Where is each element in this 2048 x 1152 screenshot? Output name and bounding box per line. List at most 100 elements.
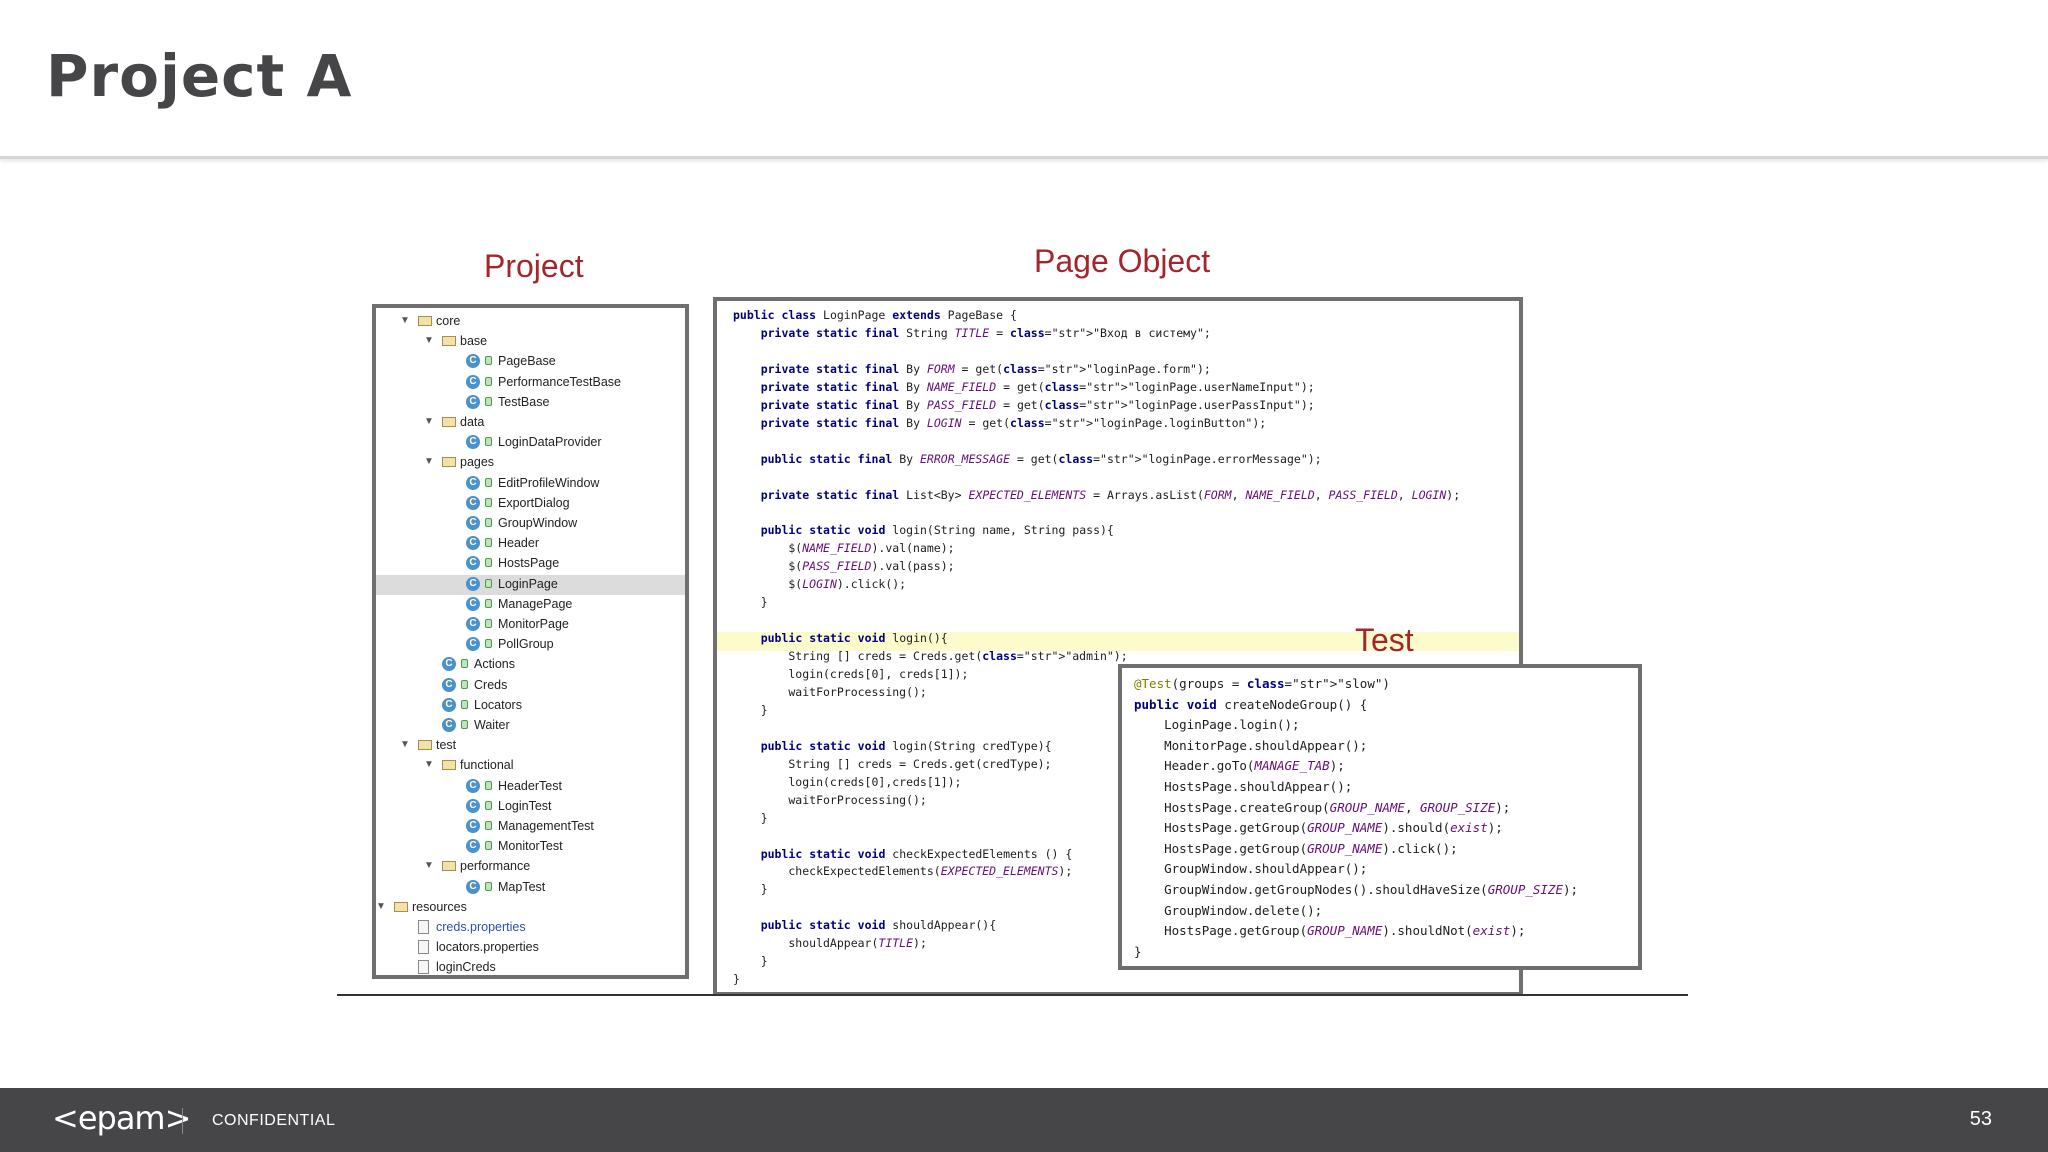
tree-item[interactable]: ▼ functional: [376, 756, 685, 776]
tree-item[interactable]: ▼ core: [376, 312, 685, 332]
tree-item[interactable]: ▼ resources: [376, 898, 685, 918]
tree-item-label: Actions: [474, 657, 515, 672]
expand-arrow-icon[interactable]: ▼: [400, 739, 410, 751]
tree-item-label: functional: [460, 758, 514, 773]
folder-icon: [442, 417, 456, 427]
java-class-icon: C: [442, 677, 456, 692]
tree-item[interactable]: locators.properties: [376, 938, 685, 958]
java-class-icon: C: [466, 637, 480, 652]
tree-item[interactable]: ▼ base: [376, 332, 685, 352]
java-class-icon: C: [466, 536, 480, 551]
java-class-icon: C: [442, 718, 456, 732]
code-line: String [] creds = Creds.get(credType);: [733, 756, 1052, 771]
java-class-icon: C: [466, 354, 480, 369]
access-icon: [485, 518, 492, 527]
java-class-icon: C: [466, 596, 480, 611]
tree-item-label: resources: [412, 899, 467, 914]
tree-item-label: ExportDialog: [498, 495, 570, 510]
tree-item-label: EditProfileWindow: [498, 475, 600, 490]
java-class-icon: C: [466, 576, 480, 591]
java-class-icon: C: [466, 839, 480, 854]
project-heading: Project: [484, 248, 584, 284]
expand-arrow-icon[interactable]: ▼: [424, 416, 434, 427]
access-icon: [485, 619, 492, 628]
test-heading: Test: [1355, 622, 1414, 658]
code-line: $(LOGIN).click();: [733, 577, 907, 592]
folder-icon: [442, 861, 456, 872]
expand-arrow-icon[interactable]: ▼: [400, 315, 410, 326]
tree-item-label: Locators: [474, 697, 522, 712]
java-class-icon: C: [466, 819, 480, 833]
folder-icon: [418, 316, 432, 326]
tree-item-label: TestBase: [498, 394, 550, 409]
code-line: HostsPage.shouldAppear();: [1134, 779, 1353, 794]
tree-item[interactable]: ▼ data: [376, 413, 685, 433]
tree-item[interactable]: ▼performance: [376, 857, 685, 877]
access-icon: [485, 356, 492, 366]
tree-item[interactable]: ▼ test: [376, 736, 685, 756]
expand-arrow-icon[interactable]: ▼: [424, 860, 434, 872]
code-line: private static final By NAME_FIELD = get…: [760, 379, 1315, 394]
title-divider: [0, 156, 2048, 159]
tree-item-label: PerformanceTestBase: [498, 374, 621, 389]
code-line: public static void login(String credType…: [760, 738, 1052, 753]
access-icon: [485, 437, 492, 447]
java-class-icon: C: [466, 516, 480, 530]
epam-logo: <epam>: [52, 1099, 191, 1137]
tree-item-label: core: [436, 314, 461, 328]
tree-item-label: HostsPage: [498, 556, 560, 571]
code-line: public void createNodeGroup() {: [1134, 696, 1368, 712]
tree-item-label: loginCreds: [436, 960, 496, 975]
expand-arrow-icon[interactable]: ▼: [424, 335, 434, 347]
expand-arrow-icon[interactable]: ▼: [424, 456, 434, 468]
folder-icon: [442, 760, 456, 771]
code-line: String [] creds = Creds.get(class="str">…: [733, 649, 1128, 664]
java-class-icon: C: [466, 475, 480, 490]
tree-item[interactable]: creds.properties: [376, 918, 685, 938]
expand-arrow-icon[interactable]: ▼: [424, 759, 434, 771]
tree-item-label: data: [460, 415, 485, 429]
code-line: }: [733, 702, 768, 717]
file-icon: [418, 940, 429, 955]
slide-title: Project A: [46, 42, 353, 110]
tree-item-label: base: [460, 334, 488, 349]
tree-item[interactable]: loginCreds: [376, 958, 685, 975]
expand-arrow-icon[interactable]: ▼: [376, 900, 386, 912]
code-line: GroupWindow.getGroupNodes().shouldHaveSi…: [1134, 882, 1579, 897]
code-line: }: [733, 972, 740, 987]
tree-item[interactable]: ▼pages: [376, 453, 685, 473]
tree-item-label: test: [436, 738, 457, 753]
code-line: LoginPage.login();: [1134, 717, 1300, 733]
code-line: checkExpectedElements(EXPECTED_ELEMENTS)…: [733, 864, 1073, 879]
java-class-icon: C: [466, 798, 480, 813]
code-line: Header.goTo(MANAGE_TAB);: [1134, 758, 1345, 774]
tree-item[interactable]: C EditProfileWindow: [376, 474, 685, 494]
code-line: public static final By ERROR_MESSAGE = g…: [760, 451, 1322, 466]
tree-item-label: MonitorPage: [498, 617, 569, 631]
java-class-icon: C: [466, 778, 480, 793]
code-line: }: [733, 595, 768, 610]
access-icon: [485, 396, 492, 406]
folder-icon: [442, 457, 456, 468]
